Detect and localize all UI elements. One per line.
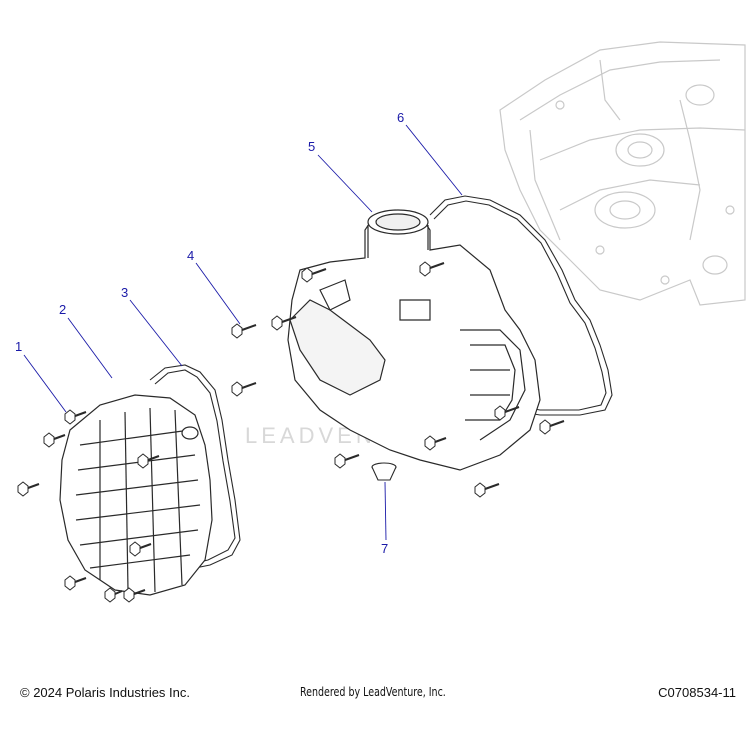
leader-7 (384, 481, 387, 541)
copyright-text: © 2024 Polaris Industries Inc. (20, 685, 190, 700)
bolt (424, 435, 447, 451)
bolt (104, 587, 123, 603)
bolt (137, 453, 160, 469)
leader-1 (23, 354, 67, 413)
callout-3: 3 (121, 285, 128, 300)
leader-3 (129, 299, 183, 367)
bolt (123, 587, 146, 603)
callout-5: 5 (308, 139, 315, 154)
bolt (334, 453, 360, 469)
part-6-outer-gasket (429, 195, 613, 416)
engine-crankcase-ghost (499, 41, 746, 306)
bolt (419, 261, 445, 277)
bolts (17, 261, 565, 603)
bolt (474, 482, 500, 498)
bolt (231, 381, 257, 397)
part-5-clutch-cover (287, 209, 541, 471)
leader-6 (405, 124, 463, 196)
part-3-inner-gasket (149, 364, 241, 571)
callout-labels: 1 2 3 4 5 6 7 (15, 110, 404, 556)
leader-4 (195, 262, 241, 325)
callout-7: 7 (381, 541, 388, 556)
callout-4: 4 (187, 248, 194, 263)
bolt (301, 267, 327, 283)
bolt (64, 575, 87, 591)
bolt (539, 419, 565, 435)
callout-6: 6 (397, 110, 404, 125)
bolt (271, 315, 297, 331)
callout-2: 2 (59, 302, 66, 317)
callout-1: 1 (15, 339, 22, 354)
part-2-inner-cover (59, 394, 213, 596)
part-7-plug (371, 462, 397, 481)
bolt (494, 405, 520, 421)
leader-5 (317, 154, 373, 213)
bolt (231, 323, 257, 339)
bolt (129, 541, 152, 557)
bolt (64, 409, 87, 425)
rendered-by-text: Rendered by LeadVenture, Inc. (300, 685, 446, 699)
drawing-id: C0708534-11 (658, 685, 736, 700)
leader-2 (67, 317, 113, 379)
leader-lines (23, 124, 463, 541)
bolt (17, 481, 40, 497)
bolt (43, 432, 66, 448)
